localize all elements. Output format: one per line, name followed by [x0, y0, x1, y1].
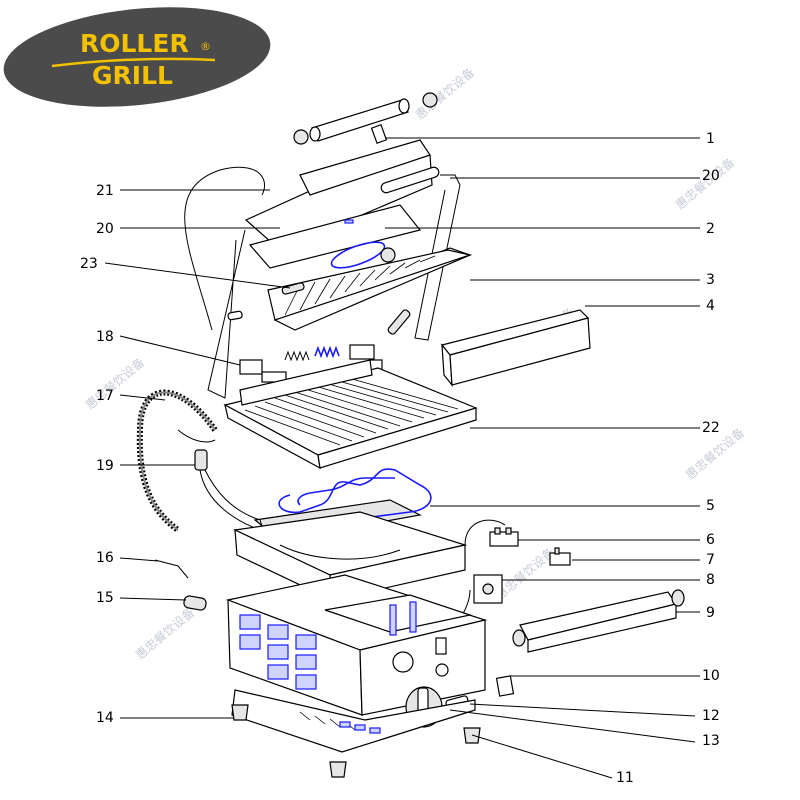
- part-springs: [284, 345, 340, 362]
- logo-badge: [3, 7, 271, 107]
- watermark: 惠忠餐饮设备: [132, 605, 197, 663]
- cord-grommet: [194, 449, 208, 471]
- part-small-pin: [227, 282, 305, 321]
- callout-14: 14: [96, 710, 114, 726]
- callout-10: 10: [702, 668, 720, 684]
- logo-registered-mark: ®: [200, 40, 211, 53]
- part-upper-lid: [244, 139, 440, 251]
- part-clip: [387, 309, 411, 335]
- part-drip-tray: [440, 309, 591, 387]
- callout-4: 4: [706, 298, 715, 314]
- callout-17: 17: [96, 388, 114, 404]
- part-upper-heating-element: [248, 204, 422, 269]
- logo-swoosh: [51, 57, 216, 68]
- power-switch-cutout: [435, 637, 447, 655]
- part-bottom-plate: [231, 689, 476, 753]
- part-pilot-lamp: [495, 675, 515, 697]
- part-thermostat: [473, 574, 503, 604]
- callout-19: 19: [96, 458, 114, 474]
- callout-3: 3: [706, 272, 715, 288]
- handle-end-cap-right: [422, 92, 438, 108]
- control-panel-mark: [392, 651, 414, 673]
- callout-12: 12: [702, 708, 720, 724]
- vent-slots: [239, 614, 317, 690]
- callout-2: 2: [706, 221, 715, 237]
- callout-6: 6: [706, 532, 715, 548]
- callout-15: 15: [96, 590, 114, 606]
- callout-numbers: 1 20 2 3 4 22 5 6 7 8 9 10 12 13 11 21 2…: [80, 131, 720, 786]
- callout-20-left: 20: [96, 221, 114, 237]
- part-small-bush: [183, 595, 207, 611]
- callout-7: 7: [706, 552, 715, 568]
- part-base-housing: [225, 574, 488, 716]
- callout-8: 8: [706, 572, 715, 588]
- callout-23: 23: [80, 256, 98, 272]
- callout-20-right: 20: [702, 168, 720, 184]
- watermark: 惠忠餐饮设备: [412, 65, 477, 123]
- watermark: 惠忠餐饮设备: [82, 355, 147, 413]
- logo-line-2: GRILL: [92, 61, 173, 90]
- part-side-handle: [512, 589, 685, 653]
- brand-logo: ROLLER ® GRILL: [3, 7, 271, 107]
- handle-end-cap-left: [293, 129, 309, 145]
- leader-lines: [104, 137, 700, 779]
- callout-22: 22: [702, 420, 720, 436]
- callout-16: 16: [96, 550, 114, 566]
- callout-18: 18: [96, 329, 114, 345]
- callout-13: 13: [702, 733, 720, 749]
- part-connector: [549, 547, 571, 566]
- part-upper-hot-plate: [267, 247, 473, 331]
- callout-1: 1: [706, 131, 715, 147]
- part-handle-bar: [293, 92, 438, 145]
- part-power-cord: [136, 389, 218, 533]
- callout-5: 5: [706, 498, 715, 514]
- part-small-rod: [154, 559, 189, 579]
- callout-11: 11: [616, 770, 634, 786]
- callout-21: 21: [96, 183, 114, 199]
- logo-line-1: ROLLER: [80, 29, 189, 58]
- callout-9: 9: [706, 605, 715, 621]
- part-terminal-block: [489, 527, 519, 547]
- part-lower-hot-plate: [223, 359, 478, 470]
